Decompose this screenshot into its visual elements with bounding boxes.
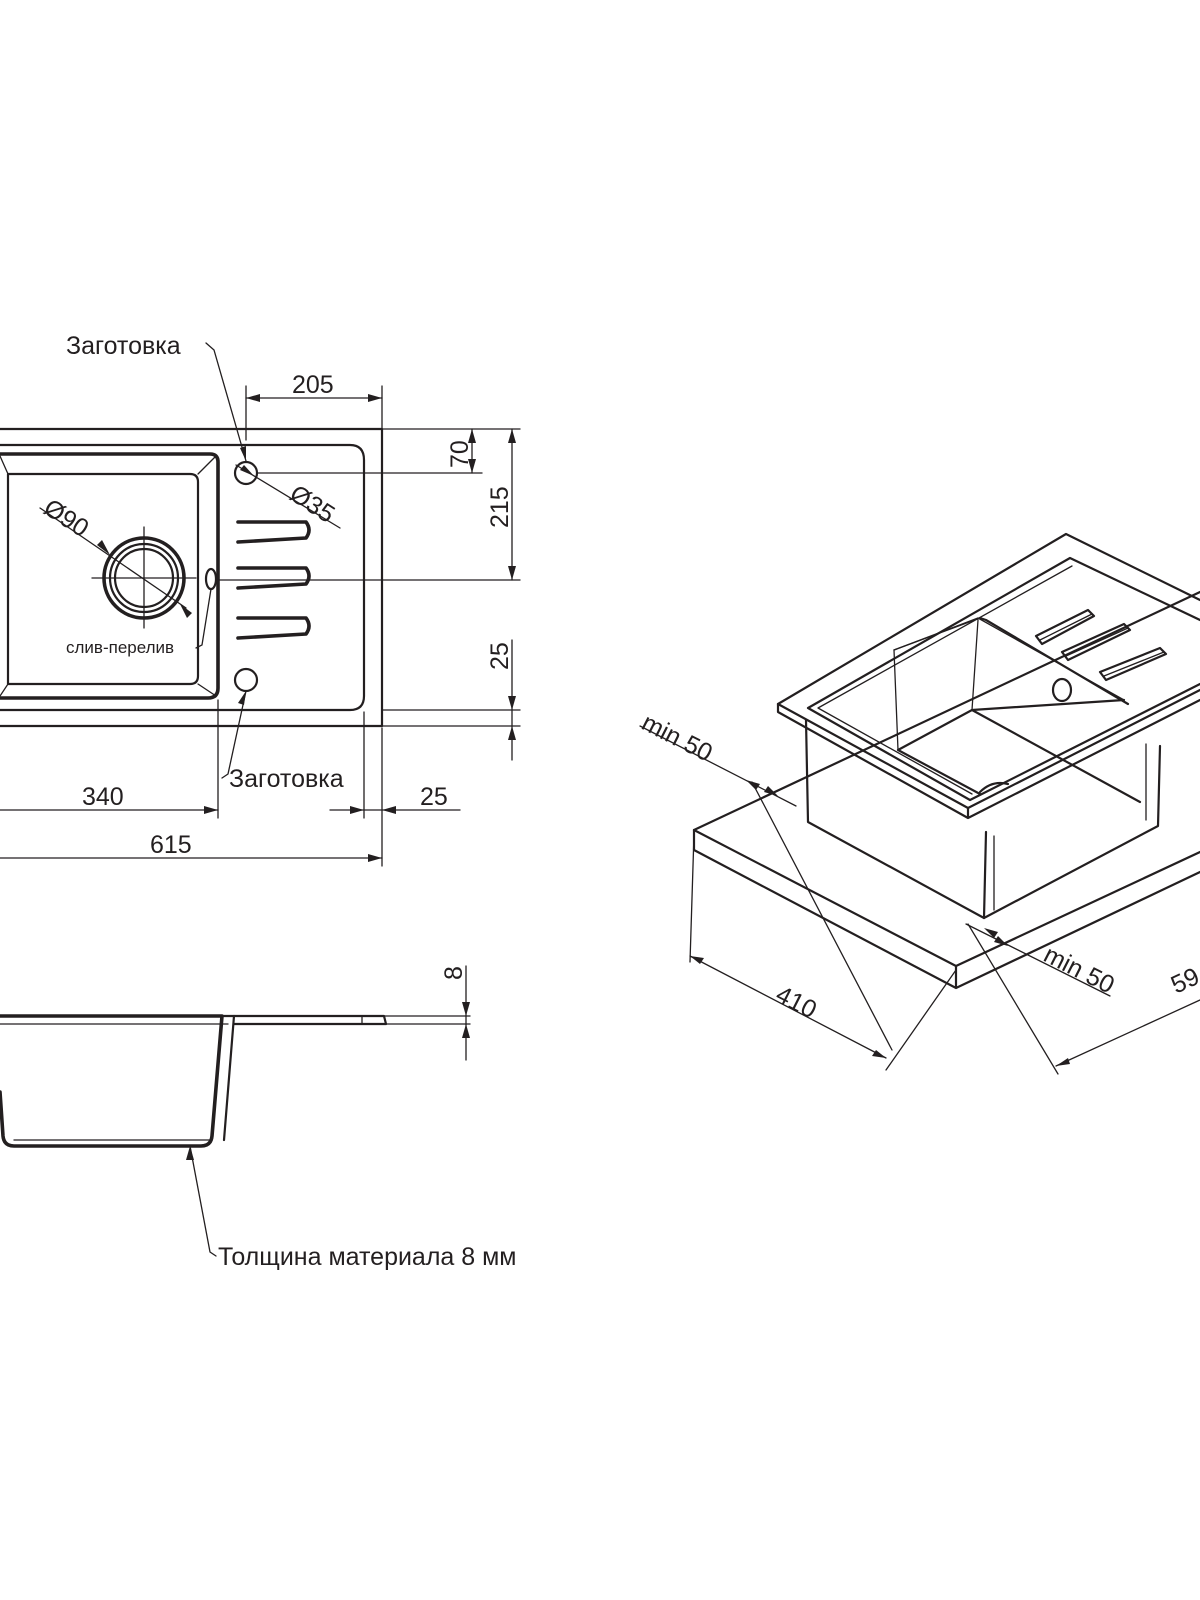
dim-drainboard-width: 205 [292, 371, 334, 399]
dim-depth: 410 [771, 980, 821, 1024]
label-blank-bottom: Заготовка [229, 765, 344, 793]
bowl-inner-outline [6, 472, 200, 686]
bowl-front-left-wall [804, 718, 988, 920]
countertop-top [692, 590, 1200, 968]
iso-tap-hole [1051, 677, 1073, 703]
iso-drain [978, 781, 1010, 794]
dim-rim-thickness: 8 [440, 966, 468, 980]
dim-total-width: 615 [150, 831, 192, 859]
overflow-slot [204, 567, 218, 591]
bowl-outer-outline [0, 452, 220, 700]
iso-groove-2 [1060, 622, 1132, 662]
iso-groove-3 [1098, 646, 1168, 682]
drain-outlet [91, 526, 197, 629]
sink-rim-outer [776, 532, 1200, 810]
dim-min-right: min 50 [1039, 940, 1119, 999]
drainboard-groove-1 [236, 520, 311, 544]
dim-hole-offset: 70 [446, 440, 474, 468]
label-blank-top: Заготовка [66, 332, 181, 360]
dim-min-left: min 50 [637, 708, 717, 767]
dim-drain-diameter: Ø90 [39, 494, 94, 543]
sink-inner-outline [0, 443, 366, 712]
iso-groove-1 [1034, 608, 1096, 646]
tap-hole-blank-bottom [233, 667, 259, 693]
section-outer-profile [0, 1014, 224, 1148]
label-overflow: слив-перелив [66, 638, 174, 657]
label-material: Толщина материала 8 мм [218, 1243, 517, 1271]
dim-bowl-to-edge: 215 [486, 486, 514, 528]
drainboard-groove-2 [236, 566, 311, 590]
iso-view: min 50 410 min 50 59 [637, 532, 1200, 1075]
bowl-front-right-wall [982, 744, 1162, 920]
drainboard-groove-3 [236, 616, 311, 640]
bowl-interior [896, 708, 1142, 804]
top-view: Заготовка Заготовка слив-перелив Ø90 Ø35… [0, 332, 521, 867]
sink-outer-outline [0, 427, 384, 728]
dim-right-margin: 25 [420, 783, 448, 811]
dim-width: 59 [1167, 962, 1200, 999]
sink-rim-inner [806, 556, 1200, 802]
dim-bowl-width: 340 [82, 783, 124, 811]
countertop-side [692, 828, 1200, 990]
section-view: 8 Толщина материала 8 мм [0, 965, 517, 1271]
dim-bottom-margin: 25 [486, 642, 514, 670]
tap-hole-blank-top [233, 460, 259, 486]
section-inner-profile [222, 1014, 236, 1142]
